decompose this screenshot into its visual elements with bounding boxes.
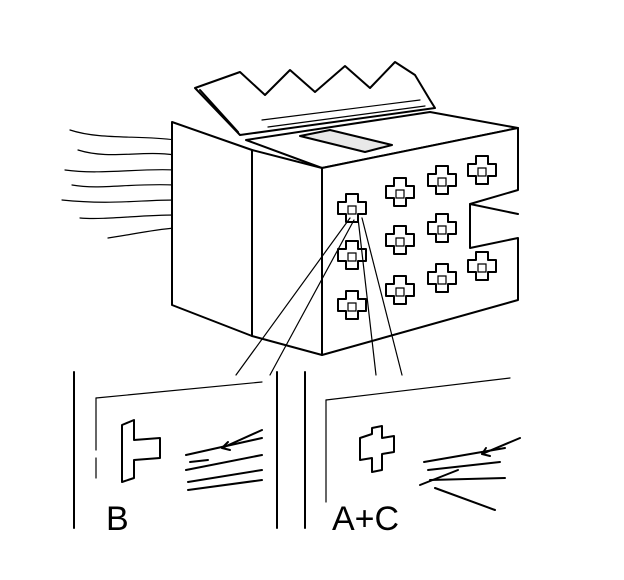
wire-bundle [61, 129, 176, 239]
detail-frames [73, 371, 306, 529]
latch-tab [194, 61, 436, 136]
label-a-plus-c: A+C [332, 500, 399, 538]
detail-panel-b [95, 381, 263, 491]
detail-panel-ac [325, 377, 521, 511]
callout-lines [235, 217, 403, 376]
connector-housing [171, 111, 519, 356]
label-b: B [106, 500, 129, 538]
